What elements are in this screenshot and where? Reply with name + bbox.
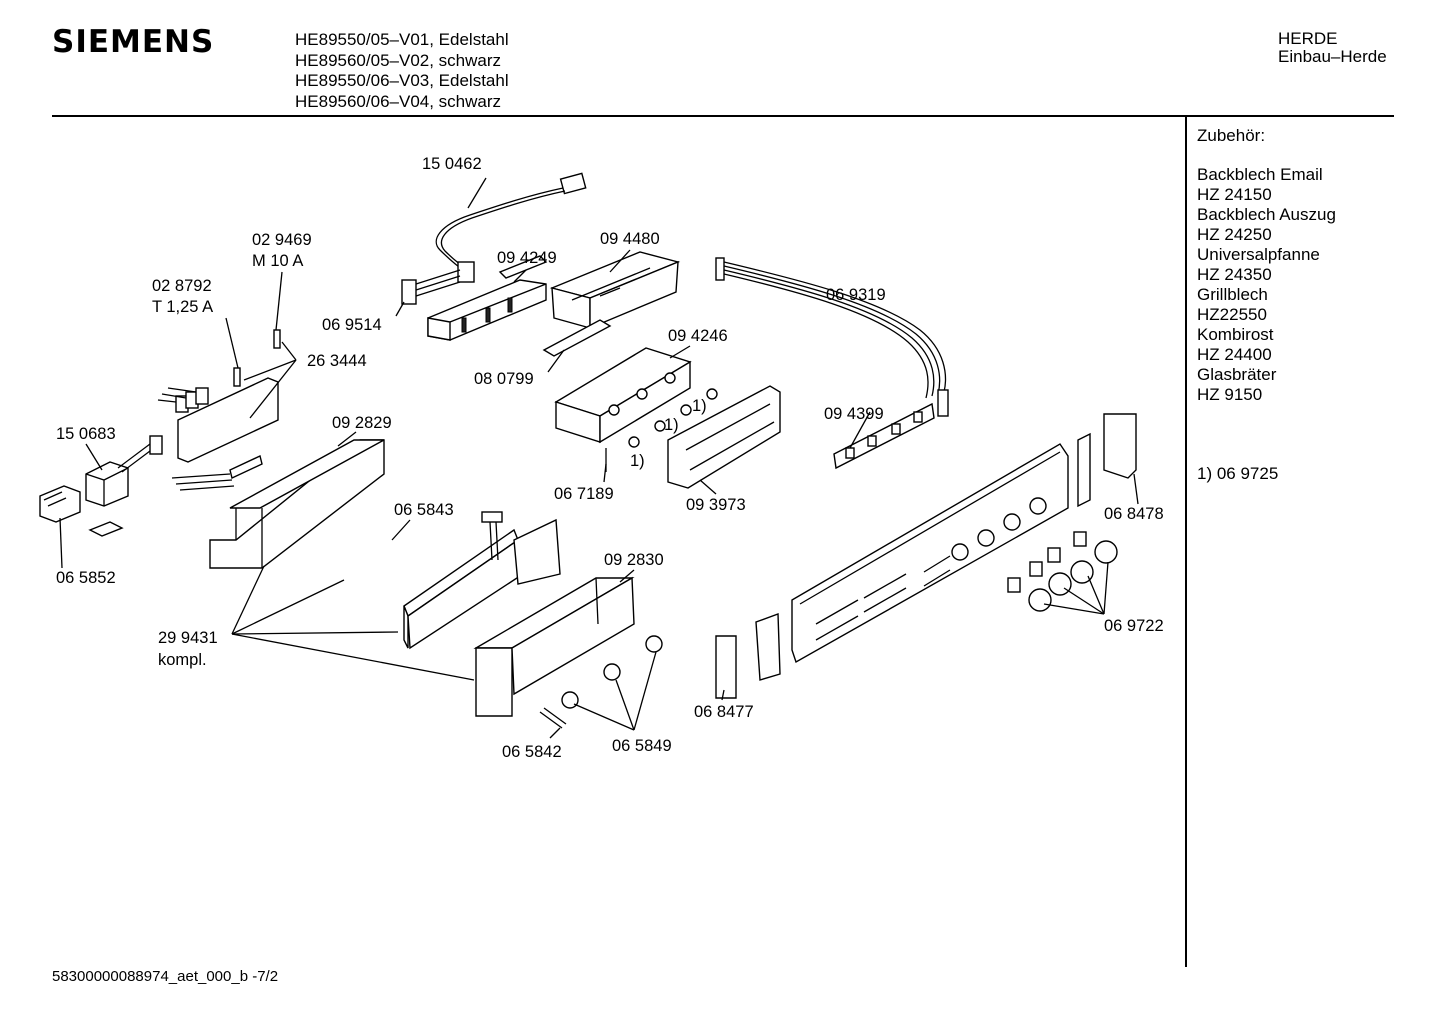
model-line: HE89550/06–V03, Edelstahl <box>295 71 509 90</box>
part-label: 09 4480 <box>600 230 660 248</box>
part-label: 26 3444 <box>307 352 367 370</box>
part-label: 02 9469 <box>252 231 312 249</box>
part-label: 15 0683 <box>56 425 116 443</box>
part-label: 09 2829 <box>332 414 392 432</box>
connector-drawing <box>401 269 461 305</box>
part-label: 06 5849 <box>612 737 672 755</box>
header-divider <box>52 115 1394 117</box>
part-label: kompl. <box>158 651 207 669</box>
switch-housing-drawing <box>549 251 681 330</box>
accessory-name: Kombirost <box>1197 325 1274 344</box>
part-label: 06 7189 <box>554 485 614 503</box>
accessory-code: HZ 24400 <box>1197 345 1272 364</box>
part-label: 02 8792 <box>152 277 212 295</box>
part-label: 09 2830 <box>604 551 664 569</box>
accessory-name: Backblech Email <box>1197 165 1323 184</box>
accessory-name: Backblech Auszug <box>1197 205 1336 224</box>
category-title: HERDE <box>1278 29 1338 48</box>
part-label: 06 8477 <box>694 703 754 721</box>
part-label: 29 9431 <box>158 629 218 647</box>
accessory-name: Glasbräter <box>1197 365 1277 384</box>
part-label: 06 5842 <box>502 743 562 761</box>
accessory-code: HZ 24150 <box>1197 185 1272 204</box>
part-label: T 1,25 A <box>152 298 213 316</box>
large-knob-drawing <box>1007 531 1118 612</box>
model-list: HE89550/05–V01, Edelstahl HE89560/05–V02… <box>295 30 509 112</box>
sensor-board-drawing <box>833 402 935 470</box>
accessory-name: Universalpfanne <box>1197 245 1320 264</box>
clip-drawing <box>715 413 1137 699</box>
fuse-drawing <box>233 329 281 387</box>
brand-logo: SIEMENS <box>52 24 215 60</box>
part-label: 09 4246 <box>668 327 728 345</box>
part-label: 06 5843 <box>394 501 454 519</box>
accessory-code: HZ 24350 <box>1197 265 1272 284</box>
part-label: 06 9722 <box>1104 617 1164 635</box>
model-line: HE89560/06–V04, schwarz <box>295 91 502 111</box>
accessory-code: HZ 9150 <box>1197 385 1263 404</box>
accessories-heading: Zubehör: <box>1197 126 1266 145</box>
category-block: HERDE Einbau–Herde <box>1278 30 1387 66</box>
accessory-code: HZ 24250 <box>1197 225 1272 244</box>
ribbon-cable-drawing <box>715 257 949 417</box>
model-line: HE89560/05–V02, schwarz <box>295 50 502 70</box>
accessories-panel: Zubehör: Backblech Email HZ 24150 Backbl… <box>1197 126 1336 484</box>
display-panel-drawing <box>473 576 635 717</box>
exploded-diagram: 15 0462 02 9469 M 10 A 09 4249 09 4480 0… <box>39 155 1164 761</box>
part-label: 1) <box>664 416 679 434</box>
accessory-name: Grillblech <box>1197 285 1268 304</box>
part-label: 06 8478 <box>1104 505 1164 523</box>
model-line: HE89550/05–V01, Edelstahl <box>295 30 509 49</box>
part-label: 06 5852 <box>56 569 116 587</box>
display-module-drawing <box>403 511 561 650</box>
control-board-drawing <box>157 377 279 491</box>
rotary-switch-drawing <box>542 319 692 444</box>
part-label: 15 0462 <box>422 155 482 173</box>
switch-block-drawing <box>427 255 548 341</box>
accessory-code: HZ22550 <box>1197 305 1267 324</box>
transformer-drawing <box>85 435 163 507</box>
sidebar-divider <box>1185 117 1187 967</box>
part-label: 09 3973 <box>686 496 746 514</box>
mounting-bracket-drawing <box>605 385 781 489</box>
leader-lines <box>59 177 1139 739</box>
accessory-footnote: 1) 06 9725 <box>1197 464 1279 483</box>
part-label: 09 4399 <box>824 405 884 423</box>
document-footer: 58300000088974_aet_000_b -7/2 <box>52 968 279 985</box>
part-label: 08 0799 <box>474 370 534 388</box>
part-label: M 10 A <box>252 252 303 270</box>
part-label: 06 9319 <box>826 286 886 304</box>
part-label: 1) <box>692 397 707 415</box>
part-label: 06 9514 <box>322 316 382 334</box>
part-label: 1) <box>630 452 645 470</box>
display-frame-drawing <box>209 439 385 569</box>
fascia-panel-drawing <box>791 443 1069 664</box>
cable-harness-drawing <box>435 172 587 283</box>
category-subtitle: Einbau–Herde <box>1278 47 1387 66</box>
terminal-block-drawing <box>39 485 124 537</box>
part-label: 09 4249 <box>497 249 557 267</box>
